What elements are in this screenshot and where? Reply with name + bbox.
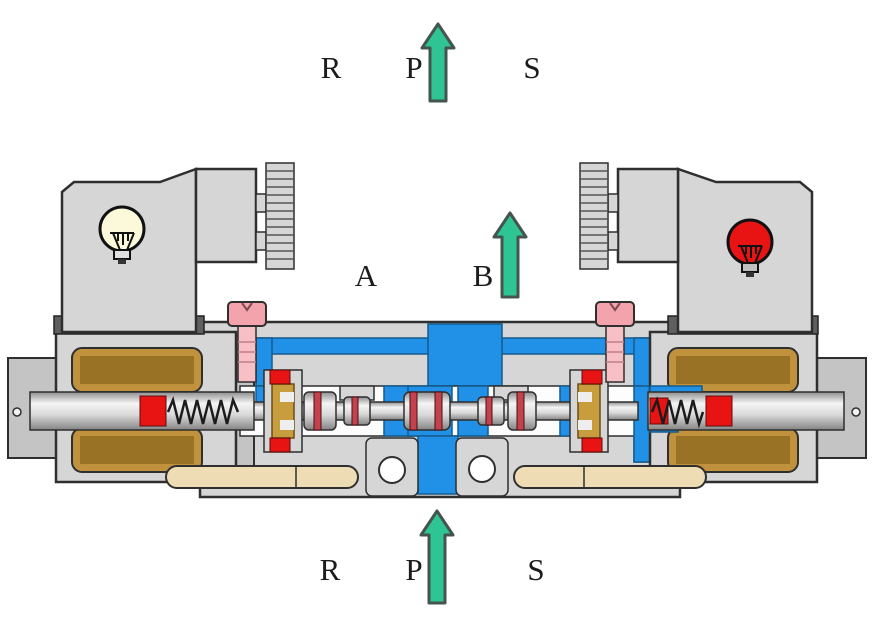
flow-arrow-up-icon <box>420 22 456 103</box>
left-armature-stop <box>139 395 167 427</box>
port-label-top-s: S <box>523 50 540 85</box>
cup-notch <box>578 420 592 430</box>
left-roll-pin <box>165 465 359 489</box>
override-stem-ribs <box>238 341 256 363</box>
override-cap <box>595 301 635 327</box>
left-coil-upper-winding <box>80 356 194 384</box>
left-cable-connector <box>53 162 295 335</box>
port-b-gallery <box>427 323 503 387</box>
right-roll-pin <box>513 465 707 489</box>
lamp-filament <box>738 245 763 264</box>
cup-seal <box>269 369 291 385</box>
cable-gland-ribs <box>266 170 294 260</box>
connector-neck <box>194 167 258 264</box>
right-coil-upper-winding <box>676 356 790 384</box>
cup-notch <box>280 420 294 430</box>
left-return-spring <box>166 396 240 425</box>
cup-seal <box>269 437 291 453</box>
lamp-base <box>741 262 759 273</box>
port-label-top-r: R <box>321 50 342 85</box>
lamp-base <box>113 249 131 260</box>
override-stem-ribs <box>606 341 624 363</box>
left-coil-lower-winding <box>80 436 194 464</box>
port-label-top-p: P <box>405 50 422 85</box>
end-cap-detail <box>851 407 861 417</box>
manual-override-left <box>227 301 267 383</box>
pressure-inlet-riser <box>417 435 459 495</box>
override-cap-notch <box>609 302 621 312</box>
spool-seal <box>485 396 493 426</box>
override-cap-notch <box>241 302 253 312</box>
cup-seal <box>581 369 603 385</box>
mount-hole <box>468 455 496 483</box>
port-label-bottom-r: R <box>320 552 341 587</box>
spool-seal <box>409 391 418 431</box>
lamp-filament <box>110 232 135 251</box>
valve-body <box>198 301 682 499</box>
middle-port-labels: A B <box>355 211 528 299</box>
end-cap-detail <box>12 407 22 417</box>
port-label-bottom-s: S <box>527 552 544 587</box>
valve-spool <box>251 391 639 431</box>
override-cap <box>227 301 267 327</box>
spool-seal <box>516 391 525 431</box>
cup-seal <box>581 437 603 453</box>
port-label-b: B <box>473 258 494 293</box>
spool-seal <box>351 396 359 426</box>
left-spool-cup <box>263 369 303 453</box>
right-spool-cup <box>569 369 609 453</box>
override-stem <box>605 325 625 383</box>
lamp-tip <box>746 272 754 277</box>
port-label-bottom-p: P <box>405 552 422 587</box>
indicator-lamp-off-icon <box>98 205 146 264</box>
fluid-channel-network <box>255 323 651 463</box>
left-solenoid <box>7 330 255 484</box>
lamp-tip <box>118 259 126 264</box>
flow-arrow-up-icon <box>419 509 455 605</box>
port-label-a: A <box>355 258 378 293</box>
right-coil-lower-winding <box>676 436 790 464</box>
gland-stub <box>255 231 267 251</box>
spool-seal <box>434 391 443 431</box>
indicator-lamp-on-icon <box>726 218 774 277</box>
gland-stub <box>607 193 619 213</box>
right-armature-stop <box>705 395 733 427</box>
gland-stub <box>255 193 267 213</box>
connector-neck <box>616 167 680 264</box>
flow-arrow-up-icon <box>492 211 528 299</box>
right-cable-connector <box>579 162 819 335</box>
manual-override-right <box>595 301 635 383</box>
mount-hole <box>378 456 406 484</box>
right-armature-tube <box>647 391 845 431</box>
spool-seal <box>313 391 322 431</box>
cable-gland-ribs <box>580 170 608 260</box>
bottom-mount-blocks <box>365 437 509 497</box>
right-solenoid <box>647 330 867 484</box>
gland-stub <box>607 231 619 251</box>
bottom-port-labels: R P S <box>320 509 545 605</box>
override-stem <box>237 325 257 383</box>
cup-notch <box>578 392 592 402</box>
top-port-labels: R P S <box>321 22 541 103</box>
cup-notch <box>280 392 294 402</box>
right-return-spring <box>650 396 705 429</box>
